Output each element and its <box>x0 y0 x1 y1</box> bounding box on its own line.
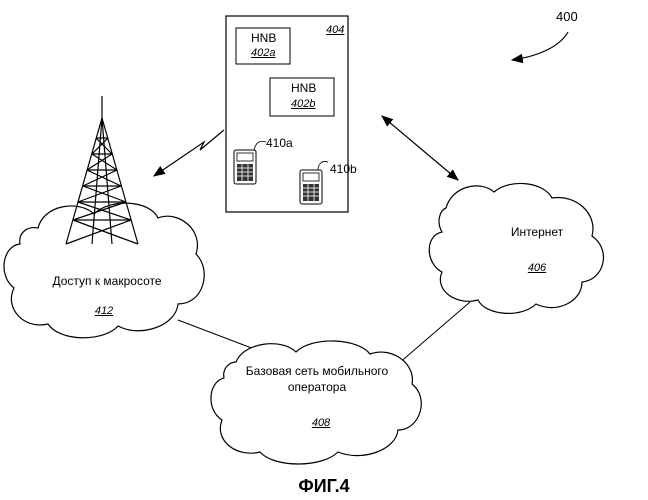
device-410b-ref: 410b <box>330 162 357 176</box>
macro-core-link-line <box>178 320 262 352</box>
hnb-a-ref: 402a <box>251 46 275 60</box>
macro-cloud-ref: 412 <box>95 304 113 318</box>
hnb-a-title: HNB <box>251 31 276 45</box>
core-cloud-title-line1: Базовая сеть мобильного <box>246 364 388 378</box>
internet-cloud-title: Интернет <box>511 225 563 239</box>
figure-ref-leader-arrow <box>512 32 568 60</box>
figure-caption: ФИГ.4 <box>298 476 349 497</box>
core-cloud-ref: 408 <box>312 416 330 430</box>
mobile-device-410b-icon <box>300 170 322 204</box>
internet-cloud-ref: 406 <box>528 261 546 275</box>
macro-cloud-title: Доступ к макросоте <box>52 274 161 288</box>
figure-ref-number: 400 <box>556 10 578 24</box>
hnb-group-ref: 404 <box>326 23 344 37</box>
internet-cloud <box>429 183 603 313</box>
internet-core-link-line <box>398 302 470 364</box>
wireless-link-arrow <box>154 130 224 176</box>
core-cloud-title-line2: оператора <box>288 380 346 394</box>
mobile-device-410a-icon <box>234 150 256 184</box>
hnb-b-title: HNB <box>291 81 316 95</box>
hnb-b-ref: 402b <box>291 97 315 111</box>
hnb-internet-bidirectional-arrow <box>382 116 458 180</box>
device-410a-ref: 410a <box>266 136 293 150</box>
core-network-cloud <box>211 341 421 464</box>
